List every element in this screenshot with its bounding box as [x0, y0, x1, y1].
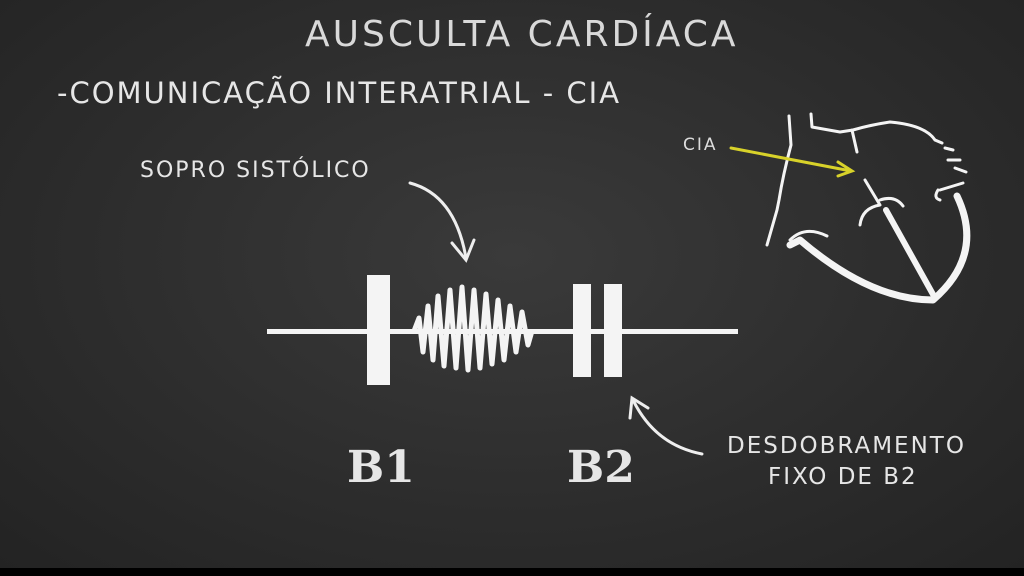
b1-label: B1: [347, 442, 415, 493]
split-arrow: [631, 398, 704, 456]
b2-aortic-bar: [573, 284, 591, 377]
b1-sound-bar: [367, 275, 390, 385]
murmur-arrowhead: [450, 238, 476, 263]
page-title: AUSCULTA CARDÍACA: [305, 14, 739, 55]
split-label-line2: FIXO DE B2: [768, 464, 918, 490]
split-label-line1: DESDOBRAMENTO: [727, 433, 966, 459]
cia-arrow: [729, 146, 856, 178]
murmur-arrow: [408, 181, 468, 260]
b2-pulmonary-bar: [604, 284, 622, 377]
systolic-murmur-wave: [411, 284, 535, 373]
cia-label: CIA: [683, 135, 718, 155]
b2-label: B2: [567, 442, 635, 493]
murmur-label: SOPRO SISTÓLICO: [140, 158, 371, 183]
phonocardiogram: [267, 275, 738, 385]
split-arrowhead: [628, 395, 650, 420]
page-subtitle: -COMUNICAÇÃO INTERATRIAL - CIA: [57, 76, 622, 110]
heart-illustration: [765, 112, 971, 304]
